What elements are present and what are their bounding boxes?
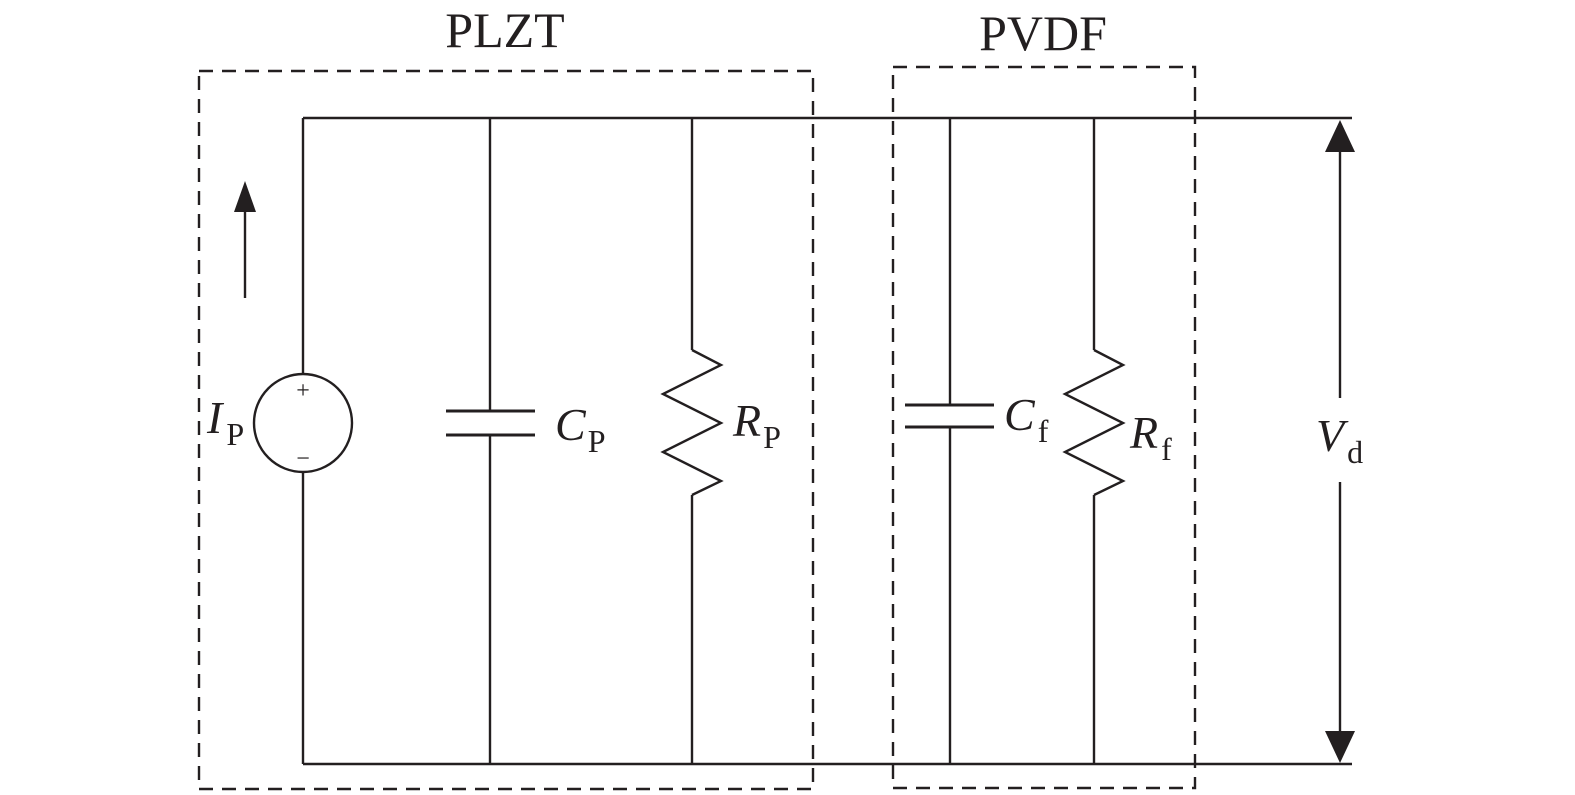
current-direction-arrow bbox=[234, 181, 256, 298]
plzt-box bbox=[197, 69, 815, 791]
capacitor-cp bbox=[446, 118, 535, 764]
pvdf-title: PVDF bbox=[979, 5, 1107, 61]
resistor-rf-label: Rf bbox=[1129, 407, 1172, 467]
source-plus-sign: + bbox=[296, 378, 310, 404]
resistor-rp bbox=[660, 118, 724, 764]
resistor-rp-label: RP bbox=[732, 395, 781, 455]
voltage-label: Vd bbox=[1316, 410, 1363, 470]
pvdf-box bbox=[891, 65, 1197, 790]
plzt-title: PLZT bbox=[445, 2, 564, 58]
capacitor-cf-label: Cf bbox=[1004, 389, 1049, 449]
source-minus-sign: − bbox=[296, 446, 310, 472]
voltage-arrow bbox=[1325, 120, 1355, 763]
capacitor-cf bbox=[905, 118, 994, 764]
current-source: + − bbox=[252, 118, 354, 764]
resistor-rf bbox=[1062, 118, 1126, 764]
capacitor-cp-label: CP bbox=[555, 399, 605, 459]
